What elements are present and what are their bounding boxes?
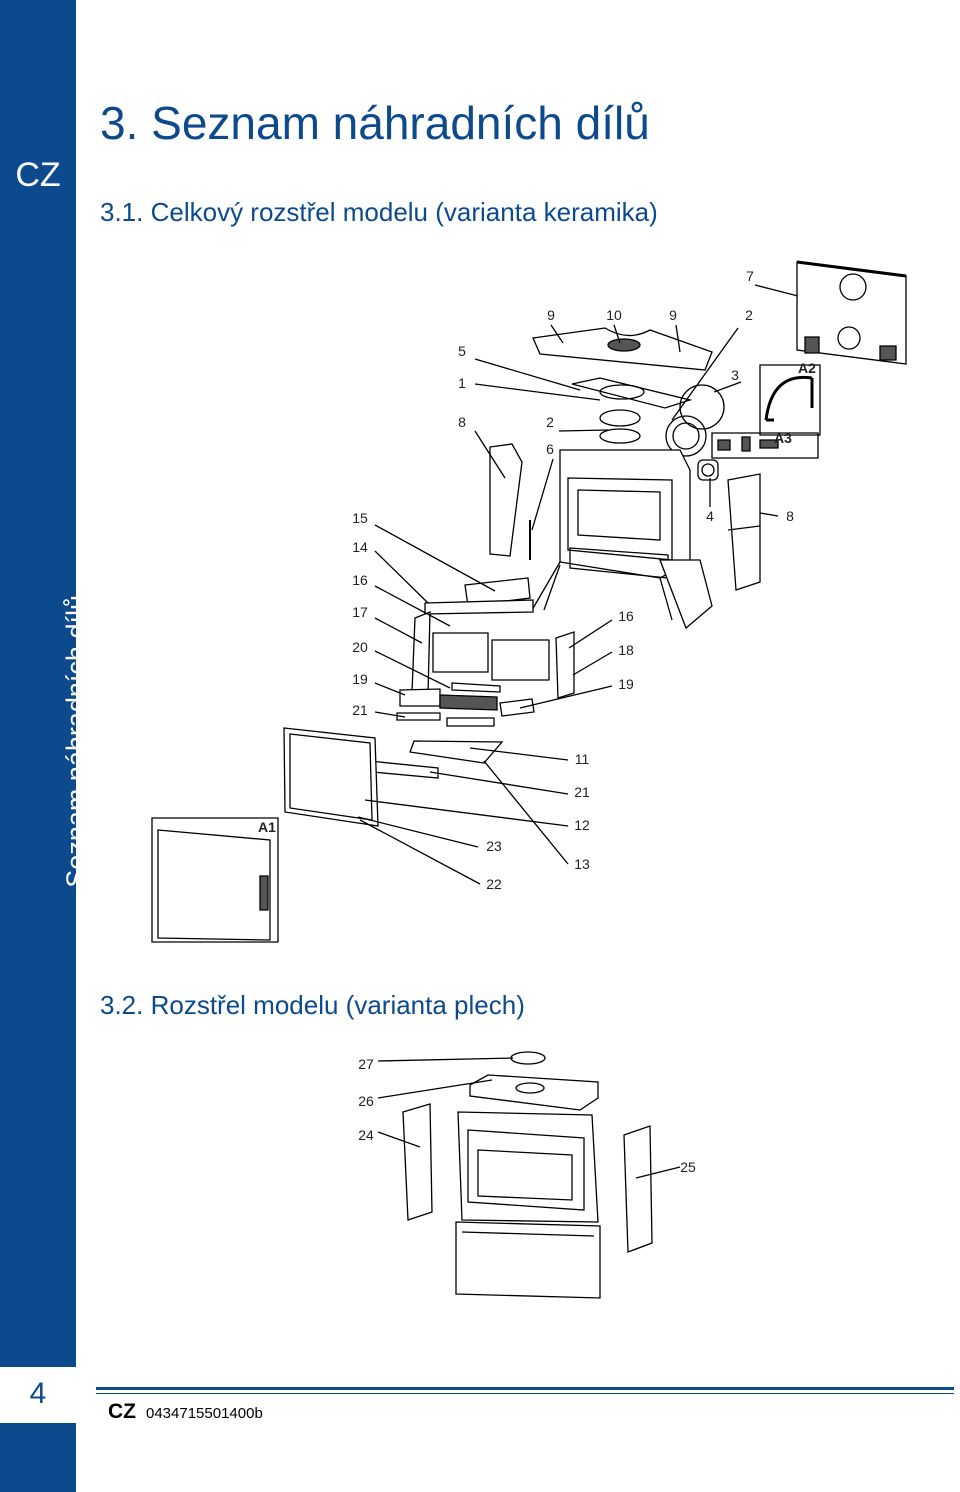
callout-18: 18 [618,642,634,658]
callout-24: 24 [358,1127,374,1143]
callout-6: 6 [546,441,554,457]
sidebar-language-code: CZ [15,156,61,194]
ceramic-callout-labels: 7 9 10 9 2 5 3 A2 1 8 2 6 A3 15 4 8 14 1… [258,268,816,892]
callout-21a: 21 [352,702,368,718]
callout-1: 1 [458,375,466,391]
sheet-metal-callout-labels: 27 26 24 25 [358,1056,696,1175]
callout-2b: 2 [546,414,554,430]
callout-22: 22 [486,876,502,892]
callout-11: 11 [575,751,590,767]
callout-10: 10 [606,307,622,323]
callout-16b: 16 [618,608,634,624]
section-title-ceramic: 3.1. Celkový rozstřel modelu (varianta k… [100,197,658,227]
callout-A2: A2 [798,360,816,376]
callout-21b: 21 [574,784,590,800]
callout-27: 27 [358,1056,374,1072]
page-title: 3. Seznam náhradních dílů [100,97,650,149]
callout-19a: 19 [352,671,368,687]
callout-19b: 19 [618,676,634,692]
callout-15: 15 [352,510,368,526]
callout-8b: 8 [786,508,794,524]
footer-language-code: CZ [108,1400,136,1423]
callout-5: 5 [458,343,466,359]
footer-rule-thin [96,1393,954,1394]
page-number-box [0,1367,76,1423]
page-number: 4 [29,1377,47,1410]
ceramic-exploded-drawing [151,260,907,943]
callout-A3: A3 [774,430,792,446]
callout-2a: 2 [745,307,753,323]
sheet-metal-exploded-drawing [377,1051,681,1299]
callout-3: 3 [731,367,739,383]
callout-14: 14 [352,539,368,555]
callout-8a: 8 [458,414,466,430]
callout-26: 26 [358,1093,374,1109]
callout-A1: A1 [258,819,276,835]
footer-document-code: 0434715501400b [146,1405,263,1422]
footer-rule [96,1387,954,1390]
callout-7: 7 [746,268,754,284]
callout-25: 25 [680,1159,696,1175]
callout-12: 12 [574,817,590,833]
sidebar: CZ Seznam náhradních dílů 4 [0,0,91,1492]
callout-13: 13 [574,856,590,872]
callout-20: 20 [352,639,368,655]
callout-9b: 9 [669,307,677,323]
callout-23: 23 [486,838,502,854]
section-title-sheet-metal: 3.2. Rozstřel modelu (varianta plech) [100,990,525,1020]
callout-4: 4 [706,508,714,524]
callout-17: 17 [352,604,368,620]
callout-9a: 9 [547,307,555,323]
callout-16a: 16 [352,572,368,588]
